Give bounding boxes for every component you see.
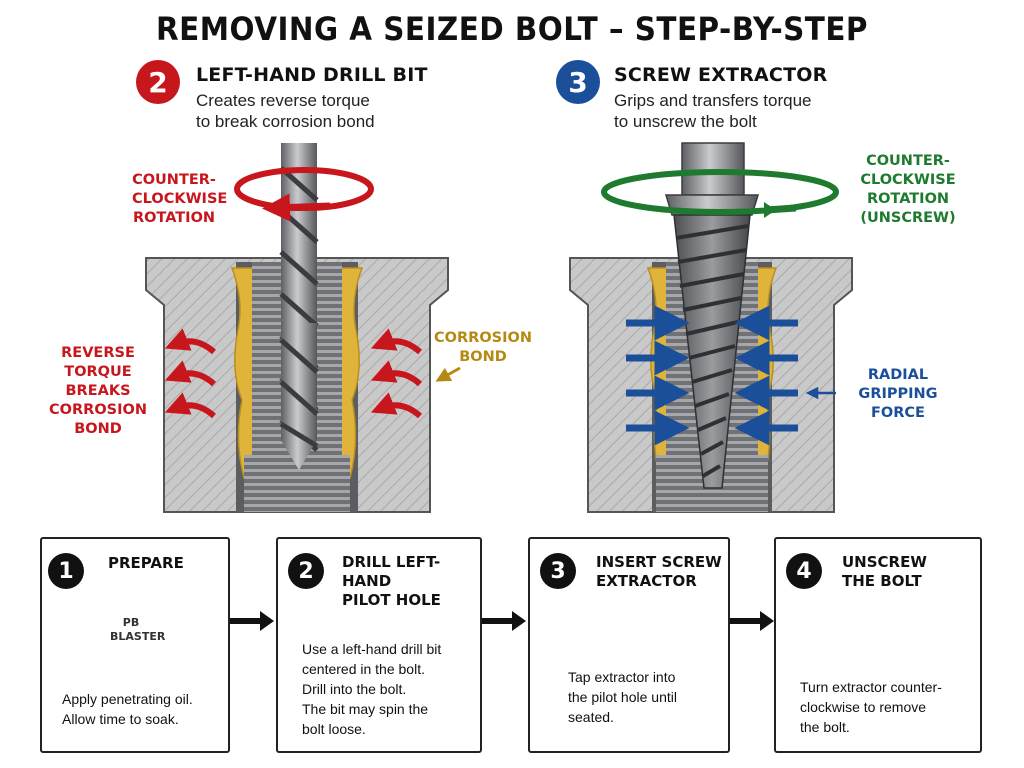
callout-radial-gripping: RADIAL GRIPPING FORCE xyxy=(858,367,938,421)
step-title-3: INSERT SCREW EXTRACTOR xyxy=(596,553,722,590)
step-description-3: Tap extractor into the pilot hole until … xyxy=(568,669,677,725)
callout-unscrew-rotation: COUNTER- CLOCKWISE ROTATION (UNSCREW) xyxy=(860,153,956,226)
left-section-title: LEFT-HAND DRILL BIT xyxy=(196,64,428,86)
flow-arrows xyxy=(228,611,774,631)
step-title-4: UNSCREW THE BOLT xyxy=(842,553,927,590)
right-section-description: Grips and transfers torque to unscrew th… xyxy=(614,91,812,131)
right-section-title: SCREW EXTRACTOR xyxy=(614,64,828,86)
step-title-1: PREPARE xyxy=(108,554,184,572)
callout-corrosion-bond: CORROSION BOND xyxy=(434,330,532,365)
step-number-4: 4 xyxy=(786,553,822,589)
callout-reverse-torque: REVERSE TORQUE BREAKS CORROSION BOND xyxy=(49,345,147,437)
left-cross-section xyxy=(145,143,461,513)
step-badge-right: 3 xyxy=(556,60,600,104)
step-card-3: 3 INSERT SCREW EXTRACTOR Tap extractor i… xyxy=(528,537,730,753)
left-section-description: Creates reverse torque to break corrosio… xyxy=(196,91,375,131)
step-number-3: 3 xyxy=(540,553,576,589)
step-number-2: 2 xyxy=(288,553,324,589)
spray-can-label: PB BLASTER xyxy=(110,616,166,643)
page-title: REMOVING A SEIZED BOLT – STEP-BY-STEP xyxy=(156,10,868,48)
callout-counterclockwise-rotation: COUNTER- CLOCKWISE ROTATION xyxy=(132,172,228,226)
step-title-2: DRILL LEFT-HAND PILOT HOLE xyxy=(342,553,441,609)
right-cross-section xyxy=(569,142,853,513)
step-number-1: 1 xyxy=(48,553,84,589)
step-badge-left: 2 xyxy=(136,60,180,104)
step-card-4: 4 UNSCREW THE BOLT Turn extractor counte… xyxy=(774,537,982,753)
step-description-4: Turn extractor counter- clockwise to rem… xyxy=(800,679,942,735)
step-description-1: Apply penetrating oil. Allow time to soa… xyxy=(62,691,193,727)
step-description-2: Use a left-hand drill bit centered in th… xyxy=(302,641,442,737)
step-card-1: 1 PREPARE Apply penetrating oil. Allow t… xyxy=(40,537,230,753)
step-card-2: 2 DRILL LEFT-HAND PILOT HOLE Use a left-… xyxy=(276,537,482,753)
